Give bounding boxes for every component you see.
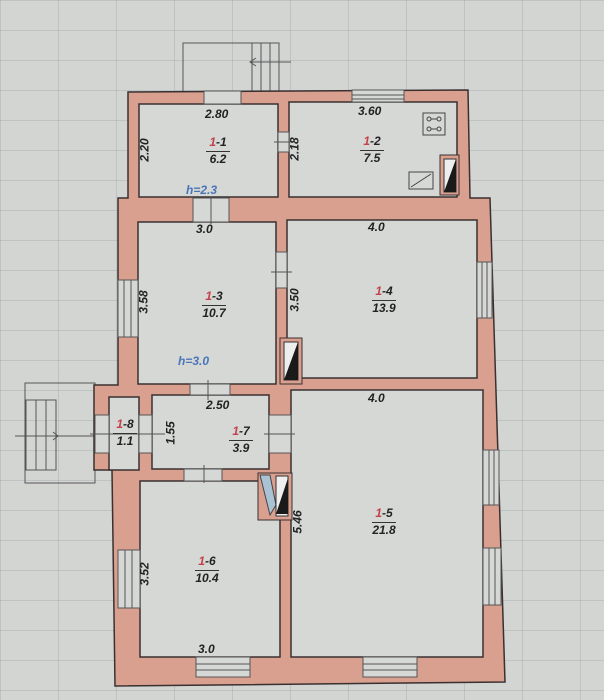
- dim-r4-width: 4.0: [368, 220, 385, 234]
- chimney-icon: [257, 472, 293, 521]
- dim-r6-width: 3.0: [198, 642, 215, 656]
- dim-r2-height: 2.18: [287, 137, 302, 161]
- room-1-6-label: 1-6 10.4: [195, 554, 219, 585]
- stove-icon: [422, 112, 446, 136]
- sink-icon: [408, 171, 434, 190]
- ceiling-height-main: h=3.0: [178, 354, 210, 368]
- room-1-3-label: 1-3 10.7: [202, 289, 226, 320]
- dim-r7-width: 2.50: [206, 398, 230, 412]
- dim-r4-height: 3.50: [287, 288, 302, 312]
- dim-r6-height: 3.52: [137, 562, 152, 586]
- dim-r7-height: 1.55: [163, 421, 178, 445]
- dim-r2-width: 3.60: [358, 104, 382, 118]
- chimney-icon: [439, 154, 460, 196]
- room-1-4-label: 1-4 13.9: [372, 284, 396, 315]
- dim-r3-width: 3.0: [196, 222, 213, 236]
- top-porch: [182, 42, 291, 94]
- room-1-1-label: 1-1 6.2: [198, 135, 238, 167]
- room-1-2-label: 1-2 7.5: [352, 134, 392, 166]
- ceiling-height-upper: h=2.3: [186, 183, 218, 197]
- dim-r1-height: 2.20: [137, 138, 152, 162]
- room-1-5-label: 1-5 21.8: [372, 506, 396, 537]
- room-1-7-label: 1-7 3.9: [221, 424, 261, 456]
- chimney-icon: [279, 337, 303, 385]
- dim-r5-width: 4.0: [368, 391, 385, 405]
- dim-r1-width: 2.80: [205, 107, 229, 121]
- left-porch: [15, 382, 98, 484]
- dim-r5-height: 5.46: [290, 510, 305, 534]
- room-1-8-label: 1-8 1.1: [110, 417, 140, 449]
- dim-r3-height: 3.58: [136, 290, 151, 314]
